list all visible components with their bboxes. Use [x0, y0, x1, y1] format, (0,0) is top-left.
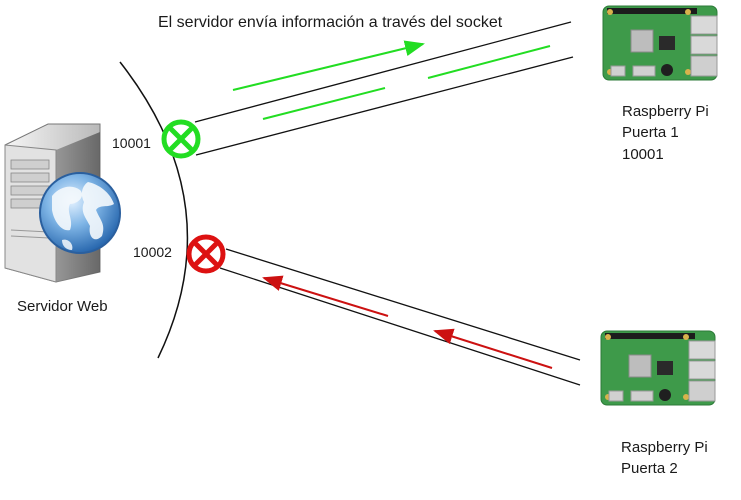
port-label-open: 10001: [112, 135, 151, 151]
flow-arrow-to-pi1: [232, 40, 425, 91]
socket-channel-2: [219, 248, 581, 386]
device-2-door: Puerta 2: [621, 460, 678, 477]
device-1-door: Puerta 1: [622, 124, 679, 141]
flow-arrow-from-pi2: [262, 275, 389, 317]
server-label: Servidor Web: [17, 298, 108, 315]
diagram-caption: El servidor envía información a través d…: [158, 14, 503, 31]
socket-channel-1: [194, 21, 574, 156]
flow-line: [427, 45, 551, 79]
web-server-globe-icon: [4, 123, 121, 283]
cross-circle-icon: [186, 234, 226, 274]
device-1-name: Raspberry Pi: [622, 103, 709, 120]
flow-line: [262, 87, 386, 120]
check-circle-icon: [161, 119, 201, 159]
flow-arrow-from-pi2: [433, 328, 553, 369]
device-1-port: 10001: [622, 146, 664, 163]
server-boundary-curve: [119, 61, 189, 359]
device-2-name: Raspberry Pi: [621, 439, 708, 456]
port-label-closed: 10002: [133, 244, 172, 260]
data-flow-lines-open: [232, 40, 551, 120]
raspberry-pi-board-icon: [602, 5, 718, 81]
data-flow-lines-closed: [262, 275, 553, 369]
raspberry-pi-board-icon: [600, 330, 716, 406]
